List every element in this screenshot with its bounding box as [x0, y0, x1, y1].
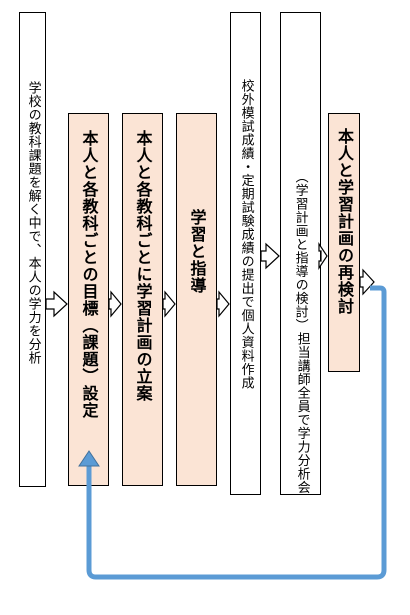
- step-7-text: 本人と学習計画の再検討: [335, 128, 354, 315]
- step-3-study-plan: 本人と各教科ごとに学習計画の立案: [122, 113, 163, 486]
- flow-arrow-5: [260, 242, 280, 270]
- step-6-text: 担当講師全員で学力分析会 （学習計画と指導の検討）: [291, 61, 310, 494]
- step-5-personal-records: 校外模試成績・定期試験成績の提出で個人資料作成: [230, 12, 261, 495]
- flow-arrow-3: [162, 290, 176, 318]
- flow-arrow-6: [318, 242, 328, 270]
- flow-arrow-7: [359, 268, 375, 296]
- feedback-loop-arrowhead: [78, 450, 100, 467]
- step-4-text: 学習と指導: [187, 209, 207, 294]
- step-2-goal-setting: 本人と各教科ごとの目標（課題）設定: [68, 113, 109, 486]
- step-1-text: 学校の教科課題を解く中で、本人の学力を分析: [25, 81, 41, 365]
- step-2-text: 本人と各教科ごとの目標（課題）設定: [79, 130, 99, 419]
- step-7-plan-review: 本人と学習計画の再検討: [328, 113, 360, 372]
- flow-arrow-1: [45, 290, 68, 318]
- step-6-line-1: 担当講師全員で学力分析会: [294, 332, 310, 494]
- step-1-learning-analysis: 学校の教科課題を解く中で、本人の学力を分析: [19, 12, 46, 487]
- feedback-loop-arrow: [86, 285, 387, 580]
- step-3-text: 本人と各教科ごとに学習計画の立案: [133, 130, 153, 402]
- step-6-line-2: （学習計画と指導の検討）: [292, 170, 308, 332]
- flow-arrow-4: [216, 290, 230, 318]
- flow-arrow-2: [108, 290, 122, 318]
- step-5-text: 校外模試成績・定期試験成績の提出で個人資料作成: [238, 79, 254, 390]
